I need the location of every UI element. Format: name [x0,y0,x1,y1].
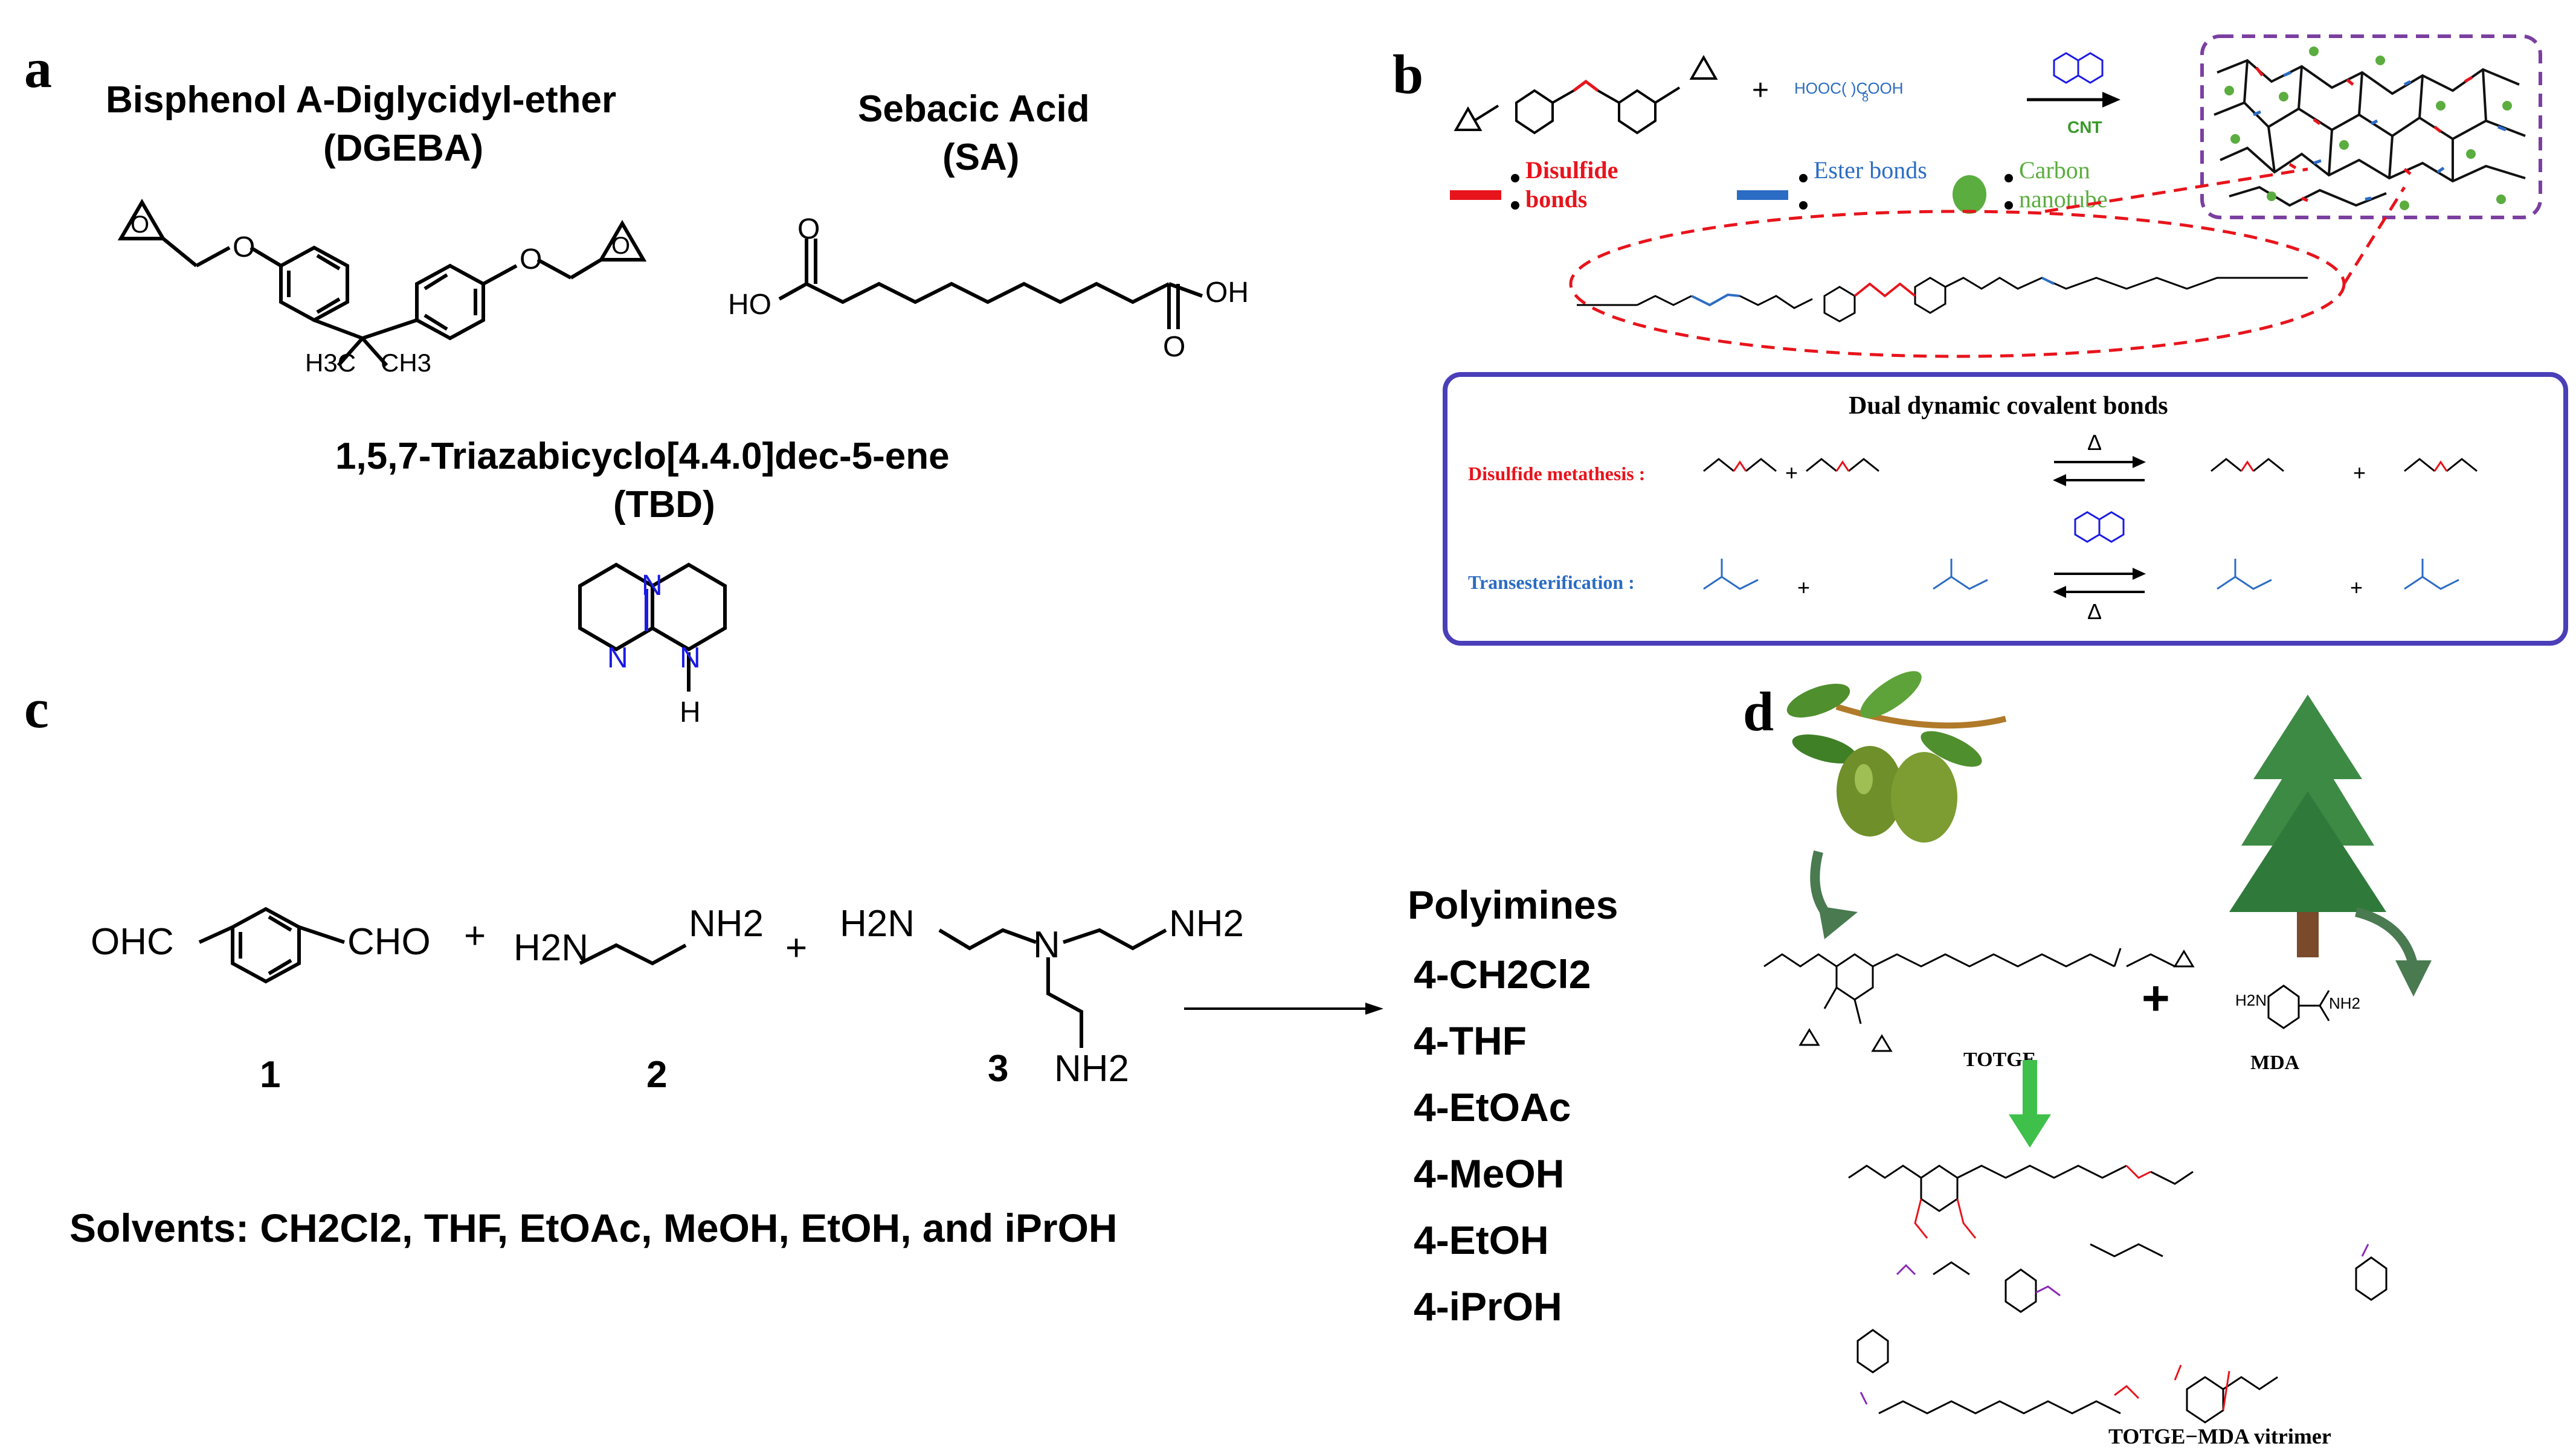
c-ohc: OHC [91,921,174,963]
mda-nh2-left: H2N [2235,991,2267,1009]
transesterification-label: Transesterification : [1468,571,1635,593]
delta-2: Δ [2087,599,2102,624]
dual-dynamic-title: Dual dynamic covalent bonds [1849,392,2168,420]
tbd-ring-right [651,562,727,652]
c-n: N [1033,924,1060,966]
vitrimer-label: TOTGE−MDA vitrimer [2108,1424,2331,1448]
dgeba-name: Bisphenol A-Diglycidyl-ether [106,79,617,121]
dgeba-epoxide-right [597,220,647,262]
tbd-n-left: N [607,642,628,674]
sa-o-left: O [797,213,820,245]
b-plus-2: + [1785,460,1798,485]
b-plus-4: + [1797,575,1810,600]
b-acid-sub: 8 [1862,91,1869,104]
legend-disulfide-swatch [1450,190,1501,200]
c-h2n-1: H2N [514,927,588,969]
c-plus-1: + [464,915,486,957]
product-item: 4-MeOH [1414,1151,1565,1196]
legend-ester-swatch [1737,190,1788,200]
b-plus-5: + [2350,575,2363,600]
dgeba-epox-o-right: O [611,233,630,259]
olive-icon [1786,671,2007,843]
b-cnt: CNT [2067,118,2102,137]
dgeba-epoxide-left [117,199,167,240]
tbd-h: H [680,696,701,728]
tbd-n-right: N [680,642,701,674]
c-nh2-1: NH2 [689,903,764,945]
zoom-ellipse [1569,210,2346,358]
sa-oh: OH [1205,277,1249,309]
dgeba-ch3: CH3 [381,349,431,377]
dgeba-abbr: (DGEBA) [323,127,484,169]
panel-c-label: c [24,678,49,739]
panel-b-diagram: + HOOC( )COOH 8 CNT Disulfide bonds Este… [1443,34,2568,646]
legend-disulfide-text: Disulfide bonds [1525,156,1618,213]
c-plus-2: + [785,927,807,969]
sa-ho: HO [728,289,771,321]
panel-c-reaction: OHC CHO + H2N NH2 + H2N N NH2 NH2 1 2 3 [91,903,1383,1096]
sa-o-right: O [1163,331,1185,363]
compound-3-number: 3 [988,1048,1008,1090]
b-plus-1: + [1752,74,1769,106]
mda-label: MDA [2250,1052,2300,1074]
mda-nh2-right: NH2 [2329,994,2360,1012]
dgeba-h3c: H3C [305,349,356,377]
dual-dynamic-box [1443,372,2568,646]
dgeba-o-left: O [233,231,255,263]
legend-ester-text: Ester bonds [1814,156,1927,184]
tbd-n-top: N [642,570,663,602]
panel-b-label: b [1393,43,1424,105]
b-acid: HOOC( )COOH [1794,79,1904,97]
panel-d-label: d [1743,681,1774,742]
legend-cnt-text: Carbon nanotube [2019,156,2108,213]
tbd-name: 1,5,7-Triazabicyclo[4.4.0]dec-5-ene [335,435,950,477]
c-nh2-3: NH2 [1054,1048,1129,1090]
panel-a-label: a [24,37,52,99]
d-plus: + [2142,971,2170,1025]
legend-cnt-swatch [1953,175,1986,214]
c-h2n-2: H2N [840,903,915,945]
solvents-line: Solvents: CH2Cl2, THF, EtOAc, MeOH, EtOH… [69,1206,1118,1250]
product-item: 4-iPrOH [1414,1284,1562,1329]
c-nh2-2: NH2 [1169,903,1244,945]
dgeba-o-right: O [520,243,542,275]
delta-1: Δ [2087,430,2102,455]
product-item: 4-EtOAc [1414,1085,1571,1129]
sa-abbr: (SA) [942,137,1020,178]
dgeba-ring-left [279,245,349,323]
dgeba-epox-o-left: O [130,211,149,238]
product-item: 4-EtOH [1414,1218,1549,1262]
compound-1-number: 1 [260,1054,280,1096]
b-plus-3: + [2353,460,2366,485]
product-item: 4-CH2Cl2 [1414,952,1591,997]
products-title: Polyimines [1408,882,1618,927]
compound-2-number: 2 [646,1054,667,1096]
panel-a-structures: O O O O H3C CH3 HO O OH O N N N H [117,199,1249,728]
tree-icon [2229,695,2386,957]
tbd-abbr: (TBD) [613,484,715,525]
disulfide-metathesis-label: Disulfide metathesis : [1468,463,1645,484]
c-cho: CHO [347,921,431,963]
panel-d-diagram: TOTGE + H2N NH2 MDA T [1763,671,2432,1448]
dgeba-ring-right [415,263,485,341]
sa-chain [805,281,1170,304]
product-item: 4-THF [1414,1018,1527,1063]
sa-name: Sebacic Acid [858,88,1090,130]
